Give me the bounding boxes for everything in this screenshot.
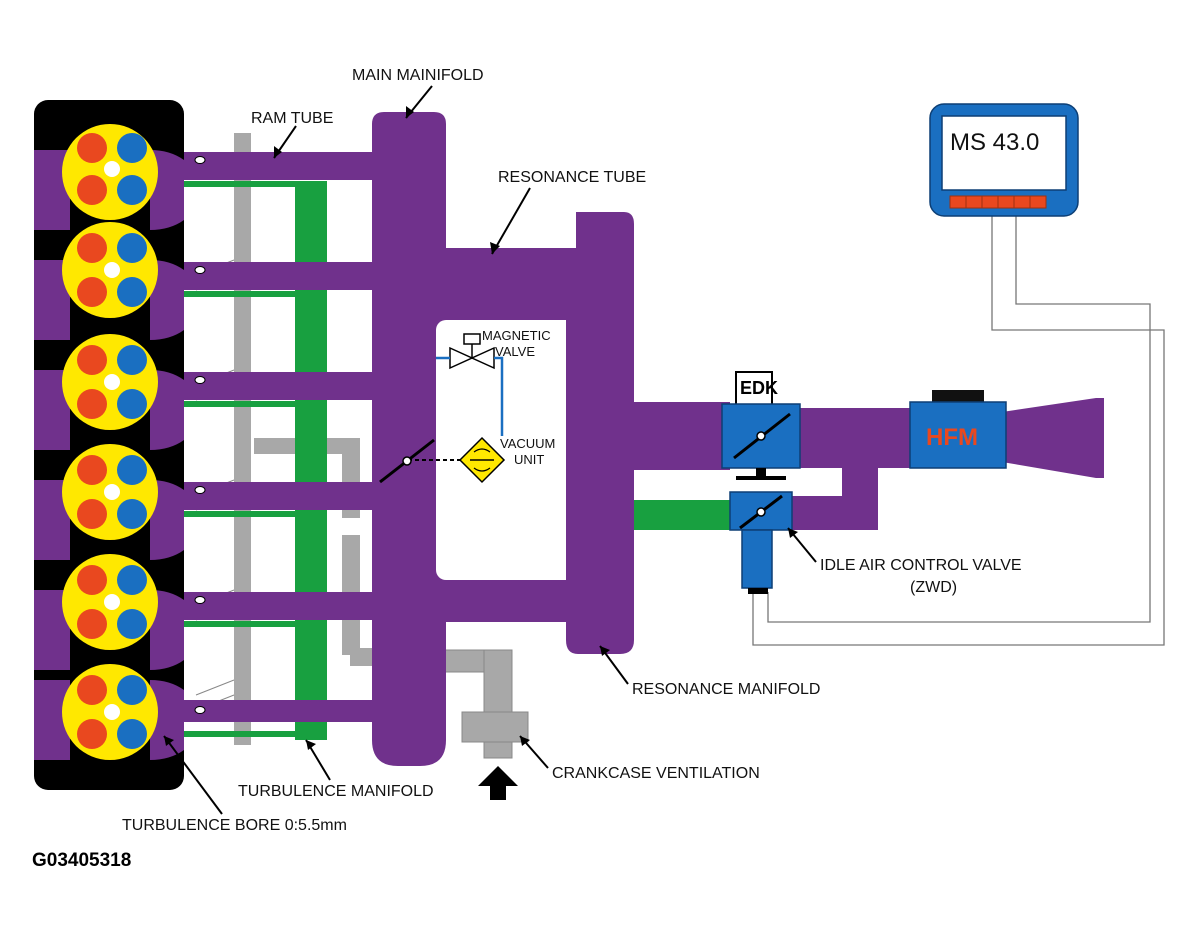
magnetic-valve-label-line2: VALVE bbox=[495, 344, 535, 359]
ecu-label: MS 43.0 bbox=[950, 129, 1039, 156]
valve-chamber bbox=[436, 320, 566, 580]
vacuum-unit-label-line1: VACUUM bbox=[500, 436, 555, 451]
cylinder-2 bbox=[34, 222, 184, 340]
cylinder-6 bbox=[34, 664, 184, 760]
cylinder-4 bbox=[34, 444, 184, 560]
ram-tube-label: RAM TUBE bbox=[251, 110, 333, 127]
cylinder-1 bbox=[34, 124, 184, 230]
idle-air-control-valve-label-line2: (ZWD) bbox=[910, 579, 957, 596]
cylinder-5 bbox=[34, 554, 184, 670]
ecu-wiring bbox=[752, 216, 1165, 646]
hfm-meter: HFM bbox=[909, 390, 1007, 469]
magnetic-valve-label-line1: MAGNETIC bbox=[482, 328, 551, 343]
ecu-ms43: MS 43.0 bbox=[929, 103, 1079, 217]
vacuum-unit bbox=[408, 436, 506, 484]
resonance-manifold-label: RESONANCE MANIFOLD bbox=[632, 681, 820, 698]
hfm-label: HFM bbox=[926, 424, 978, 451]
crankcase-ventilation-label: CRANKCASE VENTILATION bbox=[552, 765, 760, 782]
resonance-flap bbox=[379, 438, 435, 484]
magnetic-valve bbox=[436, 333, 504, 436]
main-manifold-label: MAIN MAINIFOLD bbox=[352, 67, 484, 84]
crankcase-ventilation-pipe bbox=[439, 649, 529, 759]
vacuum-unit-label-line2: UNIT bbox=[514, 452, 544, 467]
cylinder-3 bbox=[34, 334, 184, 450]
edk-throttle: EDK bbox=[721, 371, 801, 480]
resonance-tube-label: RESONANCE TUBE bbox=[498, 169, 646, 186]
turbulence-bore-label: TURBULENCE BORE 0:5.5mm bbox=[122, 817, 347, 834]
crankcase-inflow-arrow bbox=[478, 766, 518, 800]
idle-air-control-valve-label-line1: IDLE AIR CONTROL VALVE bbox=[820, 557, 1022, 574]
callout-arrowheads bbox=[164, 106, 798, 750]
turbulence-manifold-label: TURBULENCE MANIFOLD bbox=[238, 783, 434, 800]
idle-air-control-valve bbox=[729, 491, 793, 594]
cylinders bbox=[34, 124, 184, 760]
main-manifold bbox=[180, 112, 446, 766]
edk-label: EDK bbox=[740, 378, 778, 398]
figure-code: G03405318 bbox=[32, 850, 131, 871]
injector-marks bbox=[194, 156, 206, 714]
